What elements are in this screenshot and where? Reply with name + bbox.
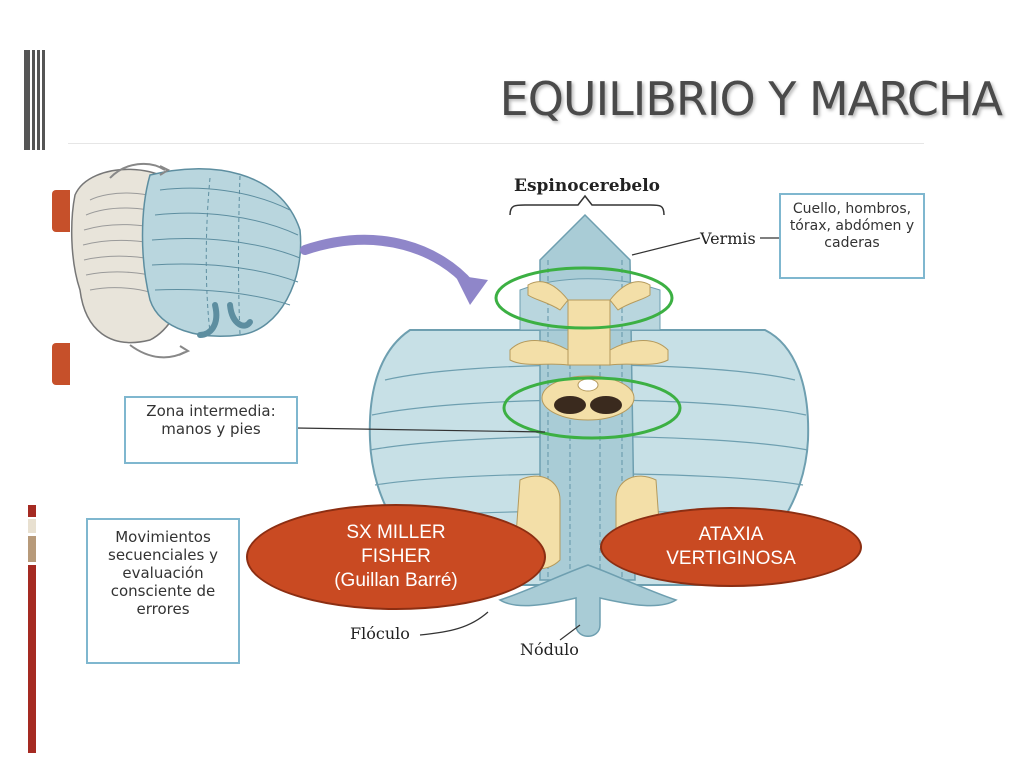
miller-fisher-line-1: SX MILLER bbox=[346, 522, 446, 544]
accent-tab-middle bbox=[52, 343, 70, 385]
ataxia-line-1: ATAXIA bbox=[698, 524, 764, 546]
lateral-info-box: Movimientos secuenciales y evaluación co… bbox=[86, 518, 240, 664]
miller-fisher-oval: SX MILLER FISHER (Guillan Barré) bbox=[246, 504, 546, 610]
intermediate-box-line-2: manos y pies bbox=[161, 420, 261, 438]
vermis-box-line-1: Cuello, hombros, bbox=[792, 201, 912, 217]
floculo-leader bbox=[419, 611, 489, 636]
floculo-label: Flóculo bbox=[350, 624, 410, 643]
nodulo-leader bbox=[559, 624, 581, 641]
vermis-box-line-3: caderas bbox=[824, 234, 880, 251]
intermediate-leader bbox=[295, 427, 546, 433]
vermis-info-box: Cuello, hombros, tórax, abdómen y cadera… bbox=[779, 193, 925, 279]
side-stripe-long bbox=[28, 565, 36, 753]
stripes-icon bbox=[24, 50, 45, 150]
highlight-ring-intermediate bbox=[502, 376, 682, 440]
header-bracket bbox=[509, 194, 665, 216]
accent-tab-top bbox=[52, 190, 70, 232]
lateral-box-line-3: evaluación bbox=[122, 564, 204, 582]
vermis-leader bbox=[631, 237, 701, 256]
nodulo-label: Nódulo bbox=[520, 640, 579, 659]
small-cerebellum-sketch bbox=[70, 162, 302, 359]
lateral-box-line-1: Movimientos bbox=[115, 528, 211, 546]
side-stripe-tan bbox=[28, 536, 36, 562]
miller-fisher-line-2: FISHER bbox=[361, 546, 431, 568]
highlight-ring-vermis bbox=[494, 266, 674, 330]
intermediate-info-box: Zona intermedia: manos y pies bbox=[124, 396, 298, 464]
espinocerebelo-label: Espinocerebelo bbox=[514, 176, 661, 196]
ataxia-line-2: VERTIGINOSA bbox=[666, 548, 796, 569]
intermediate-box-line-1: Zona intermedia: bbox=[146, 402, 276, 420]
lateral-box-line-4: consciente de bbox=[110, 582, 216, 600]
lateral-box-line-5: errores bbox=[136, 600, 190, 618]
header-divider bbox=[68, 143, 924, 144]
side-stripe-red bbox=[28, 505, 36, 517]
pointer-arrow bbox=[300, 234, 488, 305]
side-stripe-light bbox=[28, 519, 36, 533]
vermis-box-line-2: tórax, abdómen y bbox=[789, 217, 915, 234]
ataxia-oval: ATAXIA VERTIGINOSA bbox=[600, 507, 862, 587]
lateral-box-line-2: secuenciales y bbox=[108, 546, 218, 564]
slide-title: EQUILIBRIO Y MARCHA bbox=[499, 72, 1003, 126]
miller-fisher-line-3: (Guillan Barré) bbox=[334, 569, 458, 591]
vermis-label: Vermis bbox=[700, 229, 756, 248]
